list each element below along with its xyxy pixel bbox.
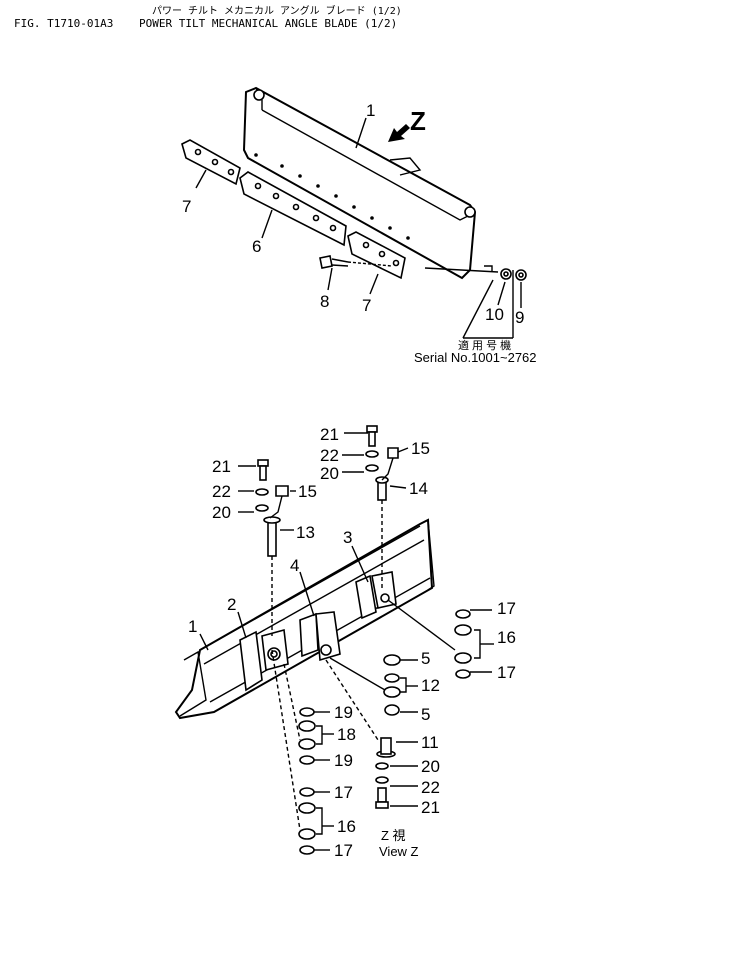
callout: 19 [334,751,353,770]
pin-11 [376,737,396,758]
callout: 19 [334,703,353,722]
pin-13 [263,516,281,557]
callout: 6 [252,237,261,256]
washer-20-lower [375,762,389,770]
washer-22-left [255,488,269,496]
callout: 17 [334,841,353,860]
callout: 15 [411,439,430,458]
washer-19-top [299,707,315,717]
blade-pin-hole [253,89,265,101]
callout: 7 [182,197,191,216]
callout: 1 [188,617,197,636]
bolt-21-right [366,425,378,447]
bracket-3 [355,574,377,620]
callout: 5 [421,649,430,668]
bushing-16-right [454,652,472,664]
washer-9 [515,269,527,281]
figure-number: FIG. T1710-01A3 [14,17,114,30]
blade-pin-hole [464,206,476,218]
bushing-18 [298,720,316,732]
cutting-edge-center [239,171,347,247]
cutting-edge-left [181,139,241,186]
bushing-16-bottom [298,802,316,814]
bushing-16-bottom [298,828,316,840]
callout: 22 [320,446,339,465]
japanese-title: パワー チルト メカニカル アングル ブレード (1/2) [152,6,402,17]
callout: 21 [212,457,231,476]
callout: 14 [409,479,428,498]
callout: 20 [212,503,231,522]
grease-fitting-15-left [269,485,289,519]
callout: 7 [362,296,371,315]
callout: 17 [497,599,516,618]
callout: 11 [421,733,439,752]
callout: 9 [515,308,524,327]
washer-20-right [365,464,379,472]
view-z-arrow [388,124,410,142]
callout: 5 [421,705,430,724]
callout: 12 [421,676,440,695]
collar-5-bottom [384,704,400,716]
callout: 3 [343,528,352,547]
callout: 22 [212,482,231,501]
lower-view: 21 22 20 15 14 21 22 20 15 13 3 4 2 1 17… [174,425,516,860]
washer-19-bottom [299,755,315,765]
grease-fitting-15-right [381,447,399,481]
serial-label-jp: 適 用 号 機 [458,338,511,352]
callout: 13 [296,523,315,542]
callout: 8 [320,292,329,311]
callout: 21 [320,425,339,444]
shim-12 [384,673,400,683]
callout: 20 [320,464,339,483]
callout: 17 [334,783,353,802]
english-title: POWER TILT MECHANICAL ANGLE BLADE (1/2) [139,17,398,30]
washer-17-bottom-bottom [299,845,315,855]
bolt-21-lower [375,787,389,809]
blade-bracket [389,157,422,176]
collar-5-top [383,654,401,666]
washer-22-right [365,450,379,458]
callout: 1 [366,101,375,120]
bushing-18 [298,738,316,750]
callout: 20 [421,757,440,776]
washer-17-top-bottom [299,787,315,797]
bushing-16-right [454,624,472,636]
view-caption-en: View Z [379,844,419,859]
callout: 10 [485,305,504,324]
bolt-8 [319,255,393,269]
upper-view: 1 7 6 8 7 10 9 Z 適 用 号 機 Serial No.1001~… [181,86,537,365]
callout: 21 [421,798,440,817]
bracket-4 [299,612,319,658]
serial-label-en: Serial No.1001~2762 [414,350,537,365]
figure-header: パワー チルト メカニカル アングル ブレード (1/2) FIG. T1710… [0,0,744,40]
bracket-2 [239,630,263,692]
nut-10 [500,268,512,280]
pin-14 [375,476,389,501]
callout: 18 [337,725,356,744]
callout: 16 [497,628,516,647]
view-caption-jp: Z 視 [381,828,406,843]
washer-22-lower [375,776,389,784]
callout: 16 [337,817,356,836]
callout: 4 [290,556,299,575]
callout: 15 [298,482,317,501]
bolt-21-left [257,459,269,481]
washer-20-left [255,504,269,512]
washer-17-bottom-right [455,669,471,679]
shim-12 [383,686,401,698]
blade-end-plate [179,650,207,717]
callout: 2 [227,595,236,614]
view-z-label: Z [410,106,426,136]
callout: 17 [497,663,516,682]
blade-holes [254,153,410,240]
callout: 22 [421,778,440,797]
washer-17-top-right [455,609,471,619]
